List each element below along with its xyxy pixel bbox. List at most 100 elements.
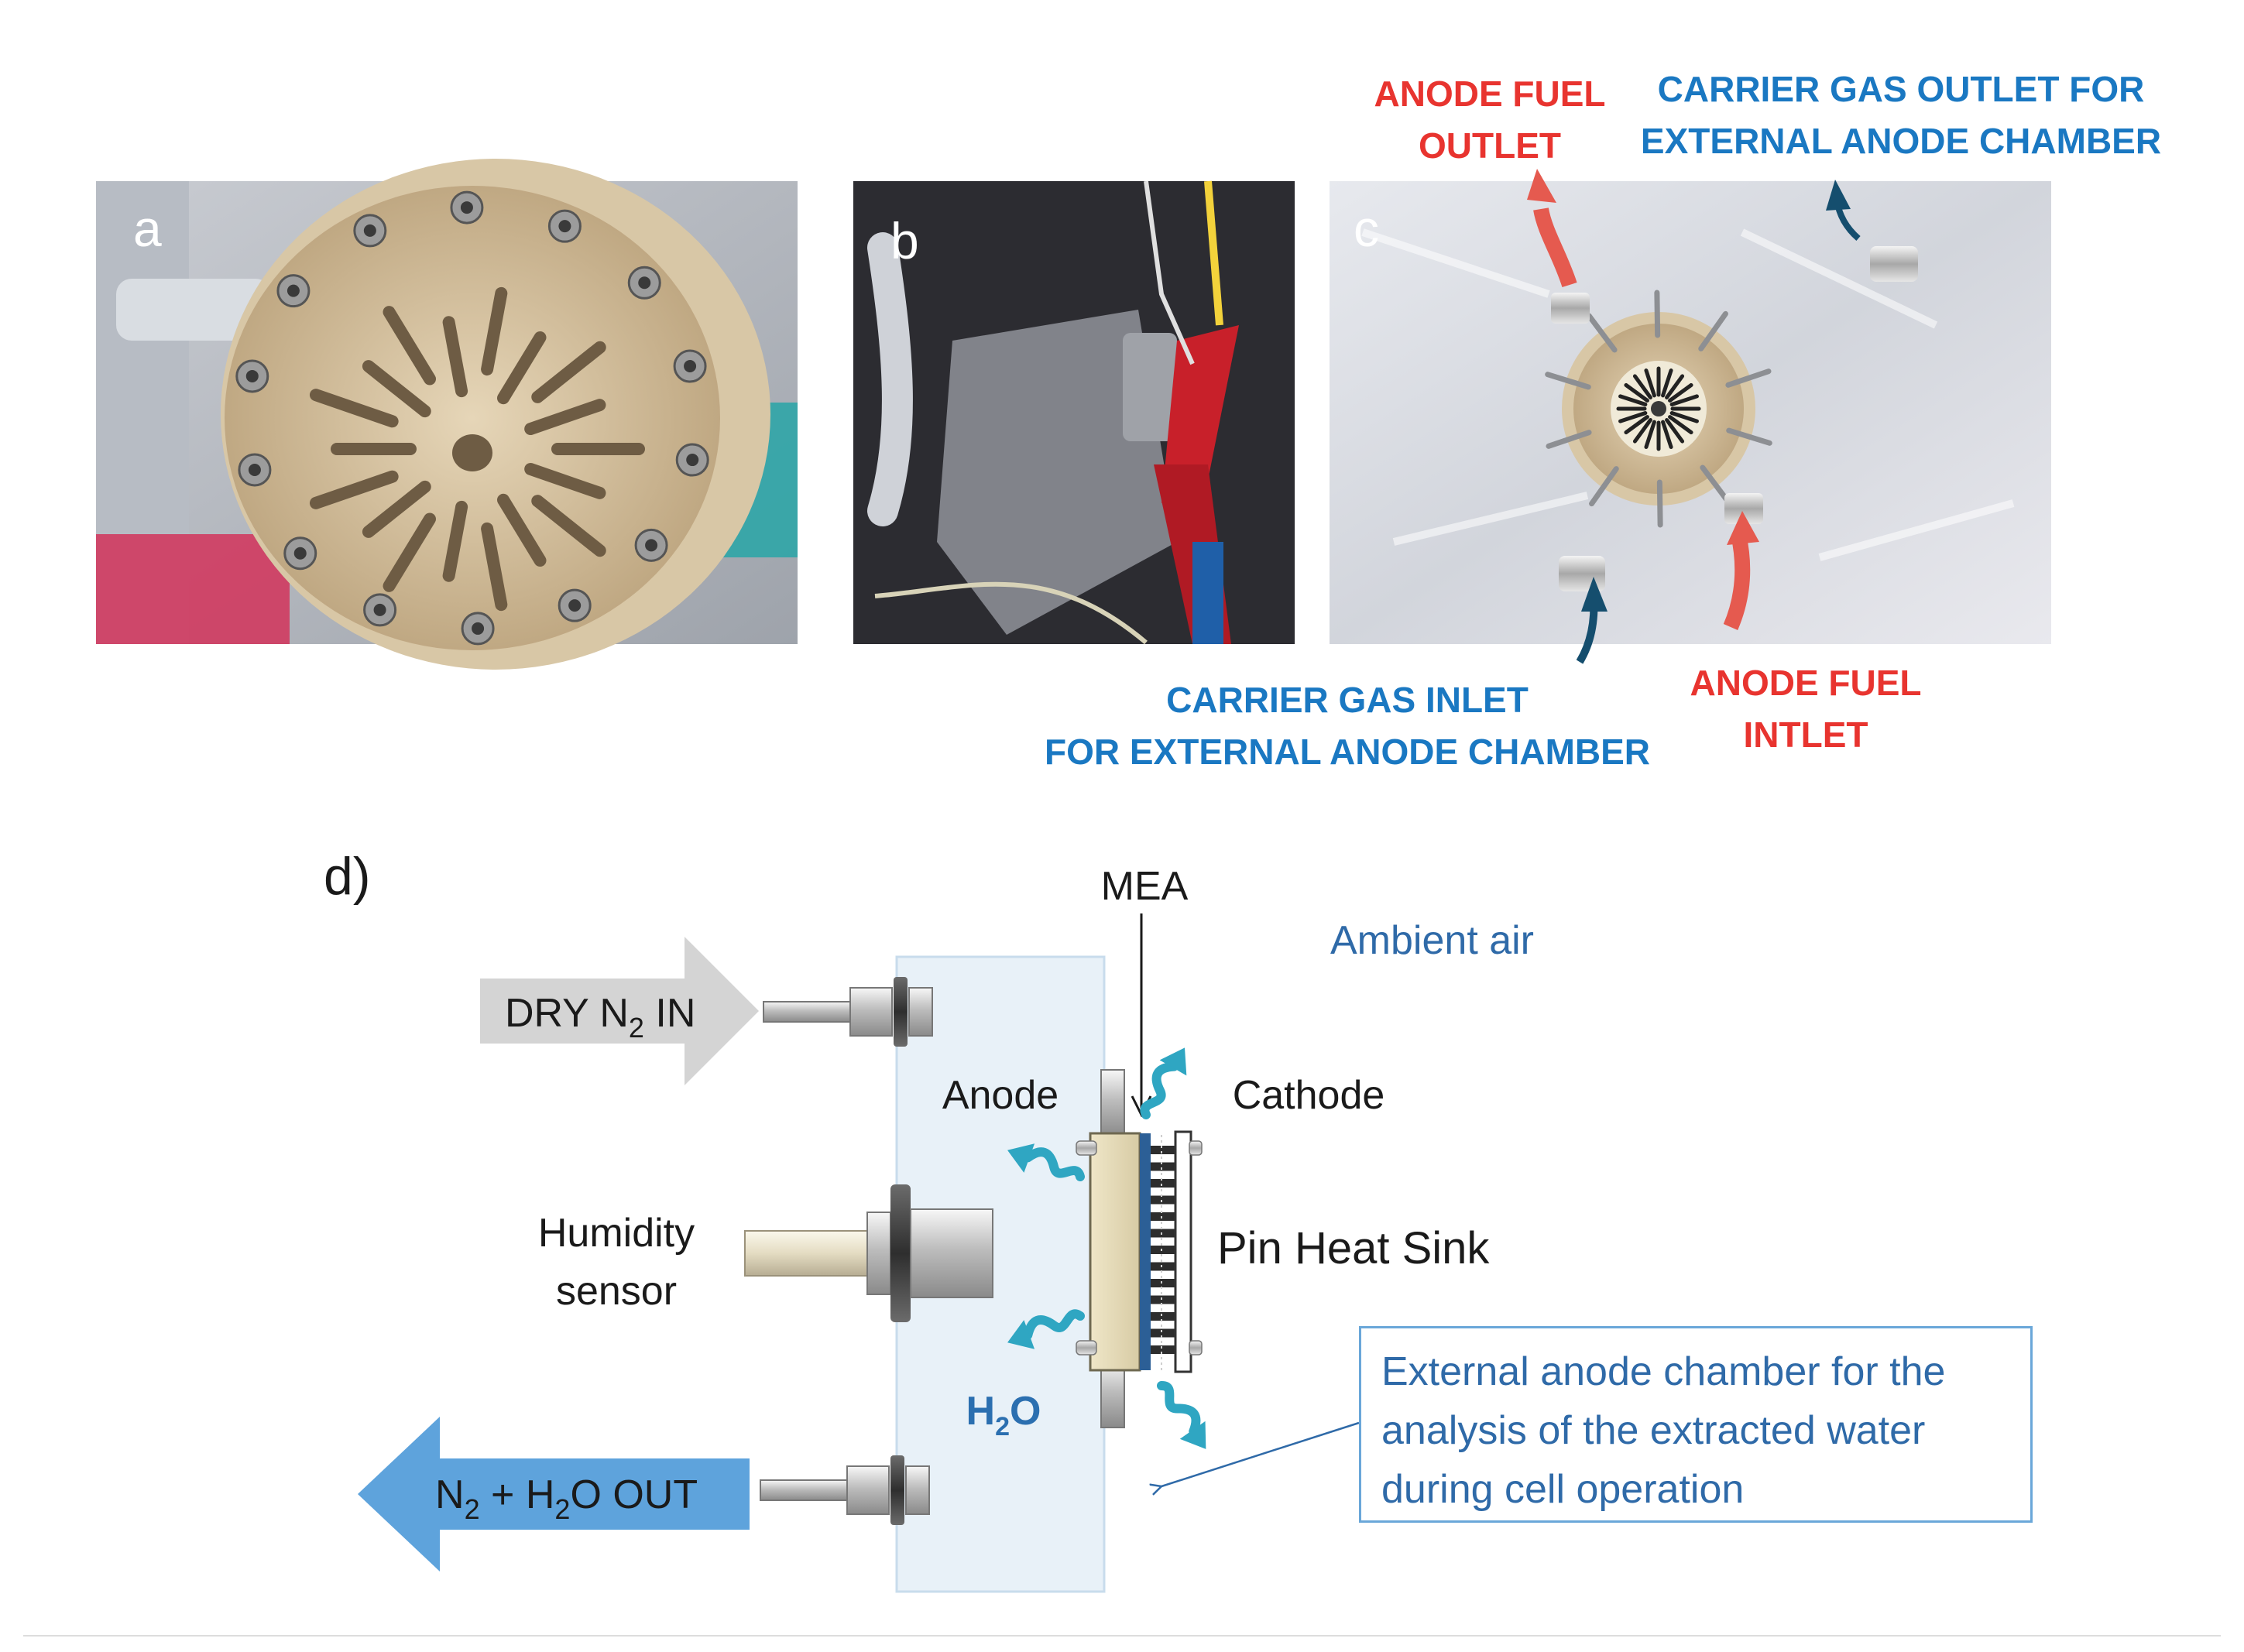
- slot: [1661, 420, 1673, 449]
- slot: [524, 399, 606, 436]
- bolt-hole: [684, 360, 697, 373]
- wave-head: [1007, 1320, 1035, 1349]
- dry-n2-in-label: DRY N2 IN: [505, 991, 695, 1044]
- panel-letter-d: d): [324, 847, 370, 906]
- slot: [1665, 418, 1685, 444]
- mea-label: MEA: [1101, 864, 1189, 909]
- external-chamber-note: External anode chamber for the analysis …: [1359, 1326, 2033, 1523]
- wave-stroke: [1157, 1380, 1201, 1436]
- slot: [1632, 418, 1652, 444]
- note-line-2: analysis of the extracted water: [1381, 1408, 1926, 1453]
- slot: [1661, 368, 1673, 398]
- ambient-air-label: Ambient air: [1330, 918, 1534, 963]
- n2-h2o-out-label: N2 + H2O OUT: [435, 1472, 698, 1525]
- slot: [531, 341, 606, 403]
- slot: [1644, 368, 1656, 398]
- cathode-plate: [1174, 1130, 1192, 1373]
- bolt-hole: [287, 284, 300, 297]
- wave-stroke: [1023, 1147, 1085, 1181]
- bolt-hole: [568, 599, 582, 612]
- bolt-hole: [245, 369, 259, 382]
- bolt-hole: [645, 539, 658, 552]
- wave-cathode-top: [1140, 1047, 1187, 1119]
- heat-sink-pin: [1151, 1195, 1175, 1205]
- slot: [1668, 415, 1693, 435]
- note-pointer-line: [1161, 1421, 1360, 1486]
- fuel-cell-assembly: [1076, 1069, 1203, 1428]
- panel-letter-a: a: [133, 200, 162, 257]
- heat-sink-pin: [1151, 1328, 1175, 1338]
- heat-sink-pin: [1151, 1212, 1175, 1221]
- slot: [531, 495, 606, 557]
- svg-text:ANODE FUEL: ANODE FUEL: [1690, 663, 1922, 703]
- anode-fuel-outlet-fitting: [1551, 293, 1590, 324]
- pin: [1586, 313, 1618, 353]
- pin: [1698, 310, 1728, 351]
- photo-panel-b: [853, 180, 1295, 645]
- anode-fuel-inlet-fitting: [1724, 493, 1763, 524]
- slot: [309, 470, 399, 509]
- slot: [1665, 374, 1685, 399]
- heat-sink-pin: [1151, 1312, 1175, 1321]
- mea-layer: [1140, 1133, 1151, 1370]
- pin: [1656, 479, 1663, 528]
- pin-heat-sink-label: Pin Heat Sink: [1217, 1223, 1490, 1273]
- heat-sink-pin: [1151, 1146, 1175, 1154]
- wave-head: [1007, 1143, 1035, 1173]
- slot: [362, 480, 431, 538]
- pin: [1700, 464, 1731, 505]
- slot: [1618, 394, 1648, 406]
- pin: [1589, 466, 1619, 507]
- slot: [1644, 420, 1656, 449]
- photo-panel-c: [1330, 169, 2051, 664]
- svg-text:EXTERNAL ANODE CHAMBER: EXTERNAL ANODE CHAMBER: [1641, 121, 2161, 161]
- outlet-arrow-red: [1533, 207, 1577, 288]
- svg-text:INTLET: INTLET: [1744, 715, 1868, 755]
- label-carrier-gas-inlet: CARRIER GAS INLET FOR EXTERNAL ANODE CHA…: [1045, 680, 1650, 772]
- svg-text:FOR EXTERNAL ANODE CHAMBER: FOR EXTERNAL ANODE CHAMBER: [1045, 732, 1650, 772]
- cell-top-tube: [1100, 1069, 1125, 1137]
- slot: [1669, 394, 1699, 406]
- wave-anode-bottom: [1007, 1309, 1085, 1349]
- bolt-hole: [638, 276, 651, 290]
- label-anode-fuel-inlet: ANODE FUEL INTLET: [1690, 663, 1922, 755]
- cell-bottom-tube: [1100, 1360, 1125, 1428]
- anode-label: Anode: [942, 1073, 1059, 1118]
- inlet-arrow-red: [1723, 532, 1751, 630]
- outlet-fitting: [760, 1455, 930, 1525]
- radial-slots-c: [1616, 366, 1701, 451]
- photo-panel-a: [96, 159, 798, 670]
- svg-text:OUTLET: OUTLET: [1419, 125, 1561, 166]
- label-carrier-gas-outlet: CARRIER GAS OUTLET FOR EXTERNAL ANODE CH…: [1641, 69, 2161, 161]
- slot: [1624, 415, 1649, 435]
- pin: [1726, 427, 1772, 446]
- heat-sink-pin: [1151, 1179, 1175, 1188]
- inlet-fitting: [763, 977, 933, 1047]
- n2-h2o-out-arrow: N2 + H2O OUT: [358, 1417, 750, 1571]
- slot: [383, 306, 436, 386]
- slot: [1618, 411, 1648, 423]
- wave-head: [1159, 1047, 1187, 1076]
- label-anode-fuel-outlet: ANODE FUEL OUTLET: [1374, 74, 1606, 166]
- heat-sink-pin: [1151, 1162, 1175, 1171]
- heat-sink-pin: [1151, 1345, 1175, 1354]
- note-line-1: External anode chamber for the: [1381, 1349, 1946, 1394]
- wave-head: [1179, 1421, 1206, 1449]
- slot: [497, 331, 547, 405]
- svg-text:CARRIER GAS OUTLET FOR: CARRIER GAS OUTLET FOR: [1658, 69, 2145, 109]
- bolt-hole: [373, 603, 386, 616]
- slot: [362, 360, 431, 418]
- heat-sink-pin: [1151, 1279, 1175, 1287]
- bolt-hole: [558, 220, 571, 233]
- slot: [497, 493, 547, 567]
- wave-stroke: [1023, 1309, 1085, 1340]
- slot: [1632, 374, 1652, 399]
- slot: [309, 389, 399, 428]
- bolt-hole: [363, 224, 376, 237]
- slot: [1668, 382, 1693, 403]
- slot: [383, 512, 436, 592]
- note-line-3: during cell operation: [1381, 1467, 1745, 1512]
- slot: [1624, 382, 1649, 403]
- pin: [1654, 290, 1661, 338]
